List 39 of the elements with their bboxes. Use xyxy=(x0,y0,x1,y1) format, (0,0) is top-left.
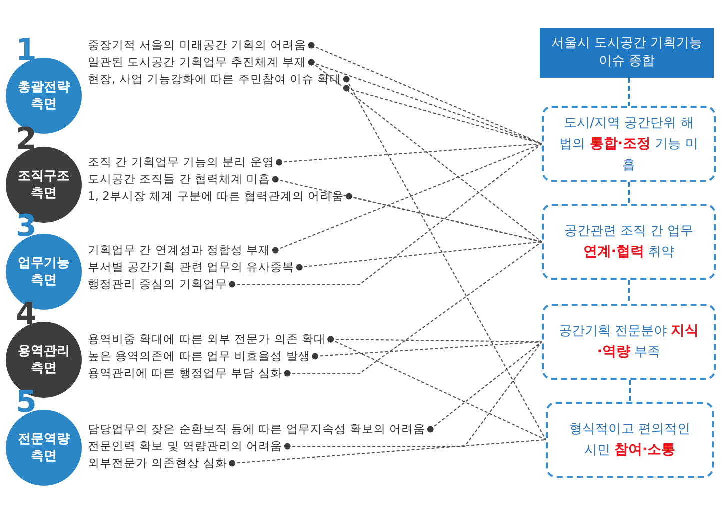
dashed-connector xyxy=(343,85,542,145)
dashed-connector xyxy=(427,342,542,433)
dashed-connector xyxy=(628,280,630,304)
dashed-connector xyxy=(229,439,546,467)
dashed-connector xyxy=(346,193,542,243)
dashed-connector xyxy=(629,380,631,402)
dashed-connector xyxy=(229,144,542,288)
dashed-connector xyxy=(276,143,542,166)
dashed-connector xyxy=(343,76,546,440)
dashed-connector xyxy=(328,336,546,440)
issue-box: 공간기획 전문분야 지식·역량 부족 xyxy=(542,304,716,380)
dashed-connector xyxy=(628,78,630,106)
issue-text: 높은 용역의존에 따른 업무 비효율성 발생 xyxy=(88,349,310,364)
issue-text: 용역비중 확대에 따른 외부 전문가 의존 확대 xyxy=(88,332,326,347)
issue-box: 도시/지역 공간단위 해법의 통합·조정 기능 미흡 xyxy=(542,106,716,182)
issue-text: 외부전문가 의존현상 심화 xyxy=(88,456,228,471)
issue-text: 1, 2부시장 체계 구분에 따른 협력관계의 어려움 xyxy=(88,189,344,204)
dashed-connector xyxy=(284,342,542,450)
dashed-connector xyxy=(308,59,542,242)
dashed-connector xyxy=(284,242,542,377)
dashed-connector xyxy=(272,143,542,254)
summary-header: 서울시 도시공간 기획기능 이슈 종합 xyxy=(540,28,714,78)
issue-text: 부서별 공간기획 관련 업무의 유사중복 xyxy=(88,260,295,275)
issue-text: 일관된 도시공간 기획업무 추진체계 부재 xyxy=(88,55,307,70)
issue-box: 형식적이고 편의적인 시민 참여·소통 xyxy=(546,402,714,478)
issue-text: 행정관리 중심의 기획업무 xyxy=(88,277,228,292)
issue-text: 기획업무 간 연계성과 정합성 부재 xyxy=(88,243,271,258)
issue-text: 용역관리에 따른 행정업무 부담 심화 xyxy=(88,366,283,381)
dashed-connector xyxy=(296,241,542,271)
issue-box: 공간관련 조직 간 업무 연계·협력 취약 xyxy=(542,204,716,280)
issue-text: 조직 간 기획업무 기능의 분리 운영 xyxy=(88,155,274,170)
issue-text: 도시공간 조직들 간 협력체계 미흡 xyxy=(88,172,271,187)
issue-text: 전문인력 확보 및 역량관리의 어려움 xyxy=(88,439,283,454)
issue-text: 담당업무의 잦은 순환보직 등에 따른 업무지속성 확보의 어려움 xyxy=(88,422,426,437)
dashed-connector xyxy=(312,341,542,360)
dashed-connector xyxy=(628,182,630,204)
issue-text: 중장기적 서울의 미래공간 기획의 어려움 xyxy=(88,38,307,53)
dashed-connector xyxy=(308,42,542,144)
issue-text: 현장, 사업 기능강화에 따른 주민참여 이슈 확대 xyxy=(88,72,342,87)
